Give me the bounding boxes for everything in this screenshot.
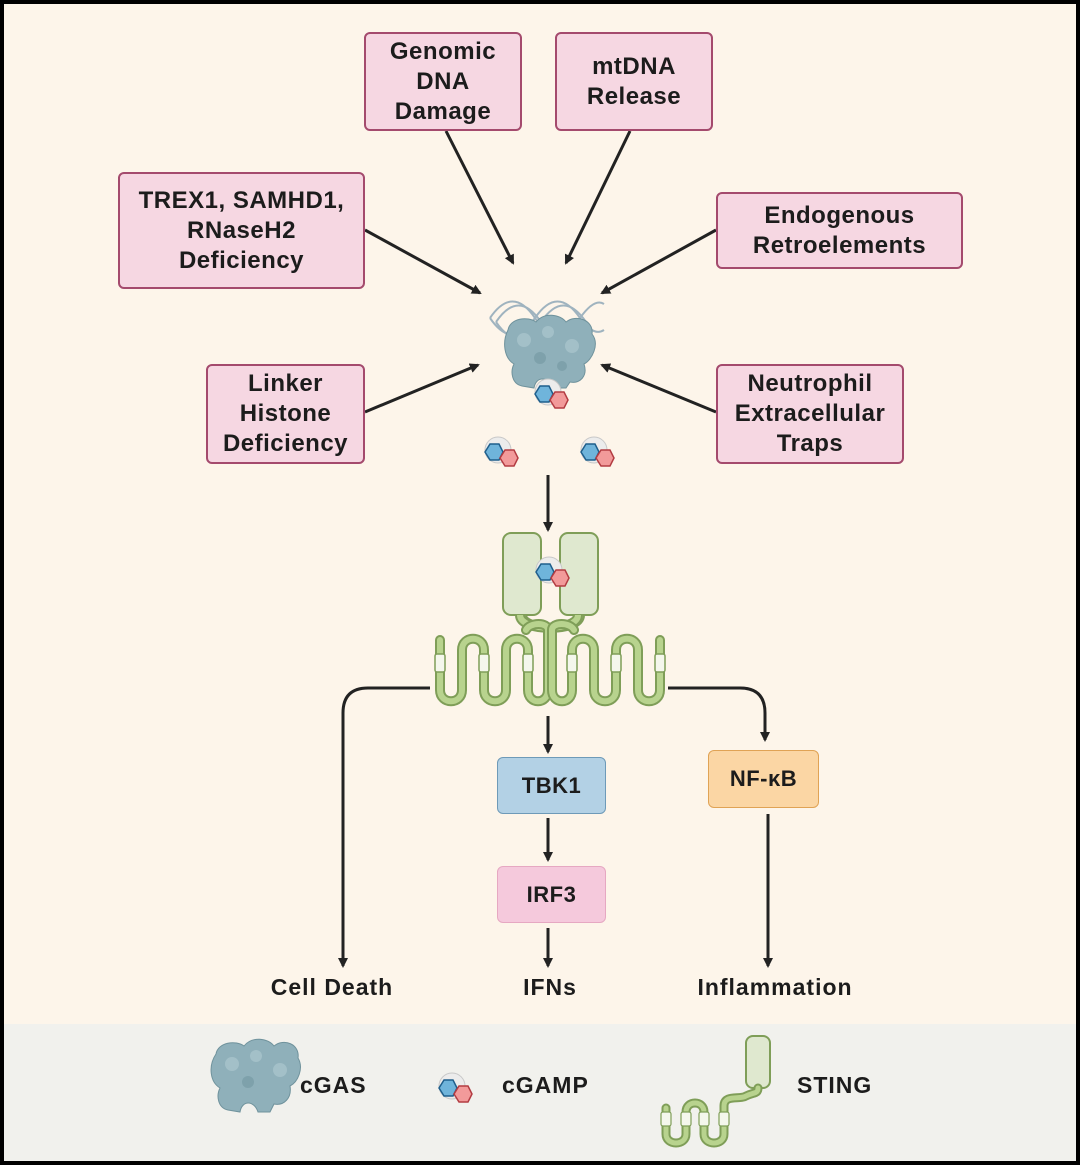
trigger-genomic-dna-damage: Genomic DNA Damage xyxy=(364,32,522,131)
legend-cgas-label: cGAS xyxy=(300,1072,367,1098)
trigger-linker-label: Linker Histone Deficiency xyxy=(222,370,349,457)
trigger-endogenous-retroelements: Endogenous Retroelements xyxy=(716,192,963,269)
legend-panel xyxy=(4,1024,1076,1161)
trigger-mtdna-release: mtDNA Release xyxy=(555,32,713,131)
legend-sting-label: STING xyxy=(797,1072,873,1098)
tbk1-box: TBK1 xyxy=(497,757,606,814)
trigger-genomic-label: Genomic DNA Damage xyxy=(389,37,497,125)
cgamp-released-right-icon xyxy=(580,436,615,467)
downstream-arrows xyxy=(338,686,773,968)
outcome-ifns: IFNs xyxy=(523,974,577,1000)
trigger-nets-label: Neutrophil Extracellular Traps xyxy=(734,370,886,457)
legend-cgamp-icon xyxy=(438,1072,473,1103)
trigger-retro-label: Endogenous Retroelements xyxy=(752,201,927,259)
trigger-arrows xyxy=(364,130,717,414)
arrow-mtdna xyxy=(564,130,632,265)
sting-icon xyxy=(434,532,666,707)
cgamp-released-left-icon xyxy=(484,436,519,467)
arrow-linker xyxy=(364,363,480,414)
trigger-linker-histone-deficiency: Linker Histone Deficiency xyxy=(206,364,365,464)
nfkb-box: NF-κB xyxy=(708,750,819,808)
arrow-to-cell-death xyxy=(338,686,430,968)
outcome-inflammation: Inflammation xyxy=(697,974,853,1000)
trigger-trex1-label: TREX1, SAMHD1, RNaseH2 Deficiency xyxy=(138,186,345,274)
arrow-genomic xyxy=(444,130,515,265)
legend-sting-icon xyxy=(660,1035,771,1148)
cgas-icon xyxy=(504,314,596,389)
trigger-neutrophil-extracellular-traps: Neutrophil Extracellular Traps xyxy=(716,364,904,464)
irf3-label: IRF3 xyxy=(526,881,577,907)
trigger-mtdna-label: mtDNA Release xyxy=(586,52,682,110)
arrow-to-nfkb xyxy=(668,686,770,742)
trigger-trex1-deficiency: TREX1, SAMHD1, RNaseH2 Deficiency xyxy=(118,172,365,289)
irf3-box: IRF3 xyxy=(497,866,606,923)
legend-cgamp-label: cGAMP xyxy=(502,1072,589,1098)
arrow-retro xyxy=(600,228,717,295)
outcome-cell-death: Cell Death xyxy=(270,974,394,1000)
legend-cgas-icon xyxy=(210,1038,301,1113)
arrow-trex1 xyxy=(364,228,482,295)
tbk1-label: TBK1 xyxy=(521,772,582,798)
arrow-nets xyxy=(600,363,717,414)
nfkb-label: NF-κB xyxy=(729,766,798,791)
